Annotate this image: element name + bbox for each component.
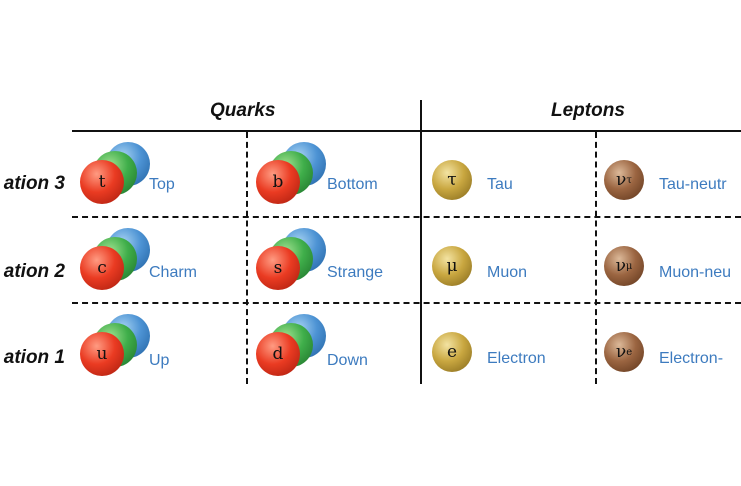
particle-down: d Down [256,314,416,380]
leptons-header: Leptons [551,100,625,121]
particle-name: Up [149,352,170,369]
particle-strange: s Strange [256,228,416,294]
row-divider-2 [72,302,741,304]
gold-lepton-ball-icon: e [432,332,472,372]
particle-top: t Top [80,142,240,208]
header-underline [72,130,741,132]
particle-name: Charm [149,264,198,281]
particle-tau: τ Tau [432,160,582,210]
row-divider-1 [72,216,741,218]
particle-name: Strange [327,264,384,281]
particle-symbol: ν [615,342,627,362]
quark-lepton-divider [420,100,422,384]
particle-name: Down [327,352,368,369]
particle-symbol: u [96,344,108,364]
particle-muon: μ Muon [432,246,582,296]
particle-electron: e Electron [432,332,582,382]
particle-symbol: ν [615,256,626,276]
particle-symbol: c [97,258,107,278]
particle-symbol: ν [616,170,627,190]
particle-bottom: b Bottom [256,142,416,208]
particle-symbol: e [446,342,458,362]
generation-1-label: ation 1 [3,347,65,368]
red-color-ball-icon: b [256,160,300,204]
particle-symbol-subscript: μ [625,260,633,272]
generation-2-label: ation 2 [3,261,65,282]
particle-symbol-subscript: τ [626,174,632,186]
red-color-ball-icon: t [80,160,124,204]
particle-symbol: t [98,172,106,192]
particle-name: Tau [487,176,513,193]
particle-name: Electron- [659,350,724,367]
particle-symbol: d [272,344,284,364]
particle-symbol: τ [447,170,457,190]
red-color-ball-icon: c [80,246,124,290]
particle-name: Muon-neu [659,264,732,281]
particle-name: Electron [487,350,546,367]
particle-name: Muon [487,264,528,281]
particle-up: u Up [80,314,240,380]
particle-symbol-subscript: e [626,346,633,358]
particle-symbol: μ [446,256,458,276]
generation-3-label: ation 3 [3,173,65,194]
gold-lepton-ball-icon: τ [432,160,472,200]
particle-name: Bottom [327,176,378,193]
red-color-ball-icon: u [80,332,124,376]
red-color-ball-icon: d [256,332,300,376]
particle-name: Top [149,176,175,193]
particle-name: Tau-neutr [659,176,727,193]
quarks-header: Quarks [210,100,276,121]
particle-symbol: s [273,258,283,278]
particle-symbol: b [272,172,284,192]
particle-charm: c Charm [80,228,240,294]
quark-column-divider [246,132,248,384]
gold-lepton-ball-icon: μ [432,246,472,286]
lepton-column-divider [595,132,597,384]
red-color-ball-icon: s [256,246,300,290]
